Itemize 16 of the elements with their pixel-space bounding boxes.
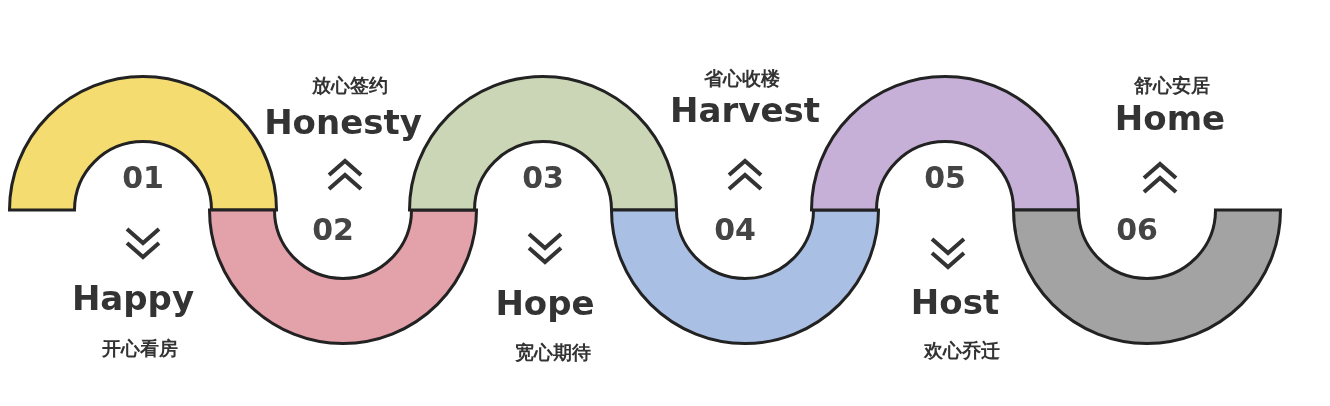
step-number: 06: [1116, 215, 1158, 245]
step-number: 05: [924, 163, 966, 193]
step-title: Honesty: [264, 105, 422, 139]
step-title: Hope: [495, 286, 595, 320]
step-number: 01: [122, 163, 164, 193]
step-number: 03: [522, 163, 564, 193]
step-title: Harvest: [670, 93, 820, 127]
step-subtitle: 省心收楼: [704, 68, 780, 88]
step-subtitle: 宽心期待: [515, 342, 591, 362]
step-number: 02: [312, 215, 354, 245]
step-title: Home: [1114, 101, 1226, 135]
step-number: 04: [714, 215, 756, 245]
step-subtitle: 放心签约: [312, 75, 388, 95]
step-title: Happy: [71, 281, 195, 315]
step-title: Host: [910, 285, 1000, 319]
step-subtitle: 开心看房: [102, 338, 178, 358]
